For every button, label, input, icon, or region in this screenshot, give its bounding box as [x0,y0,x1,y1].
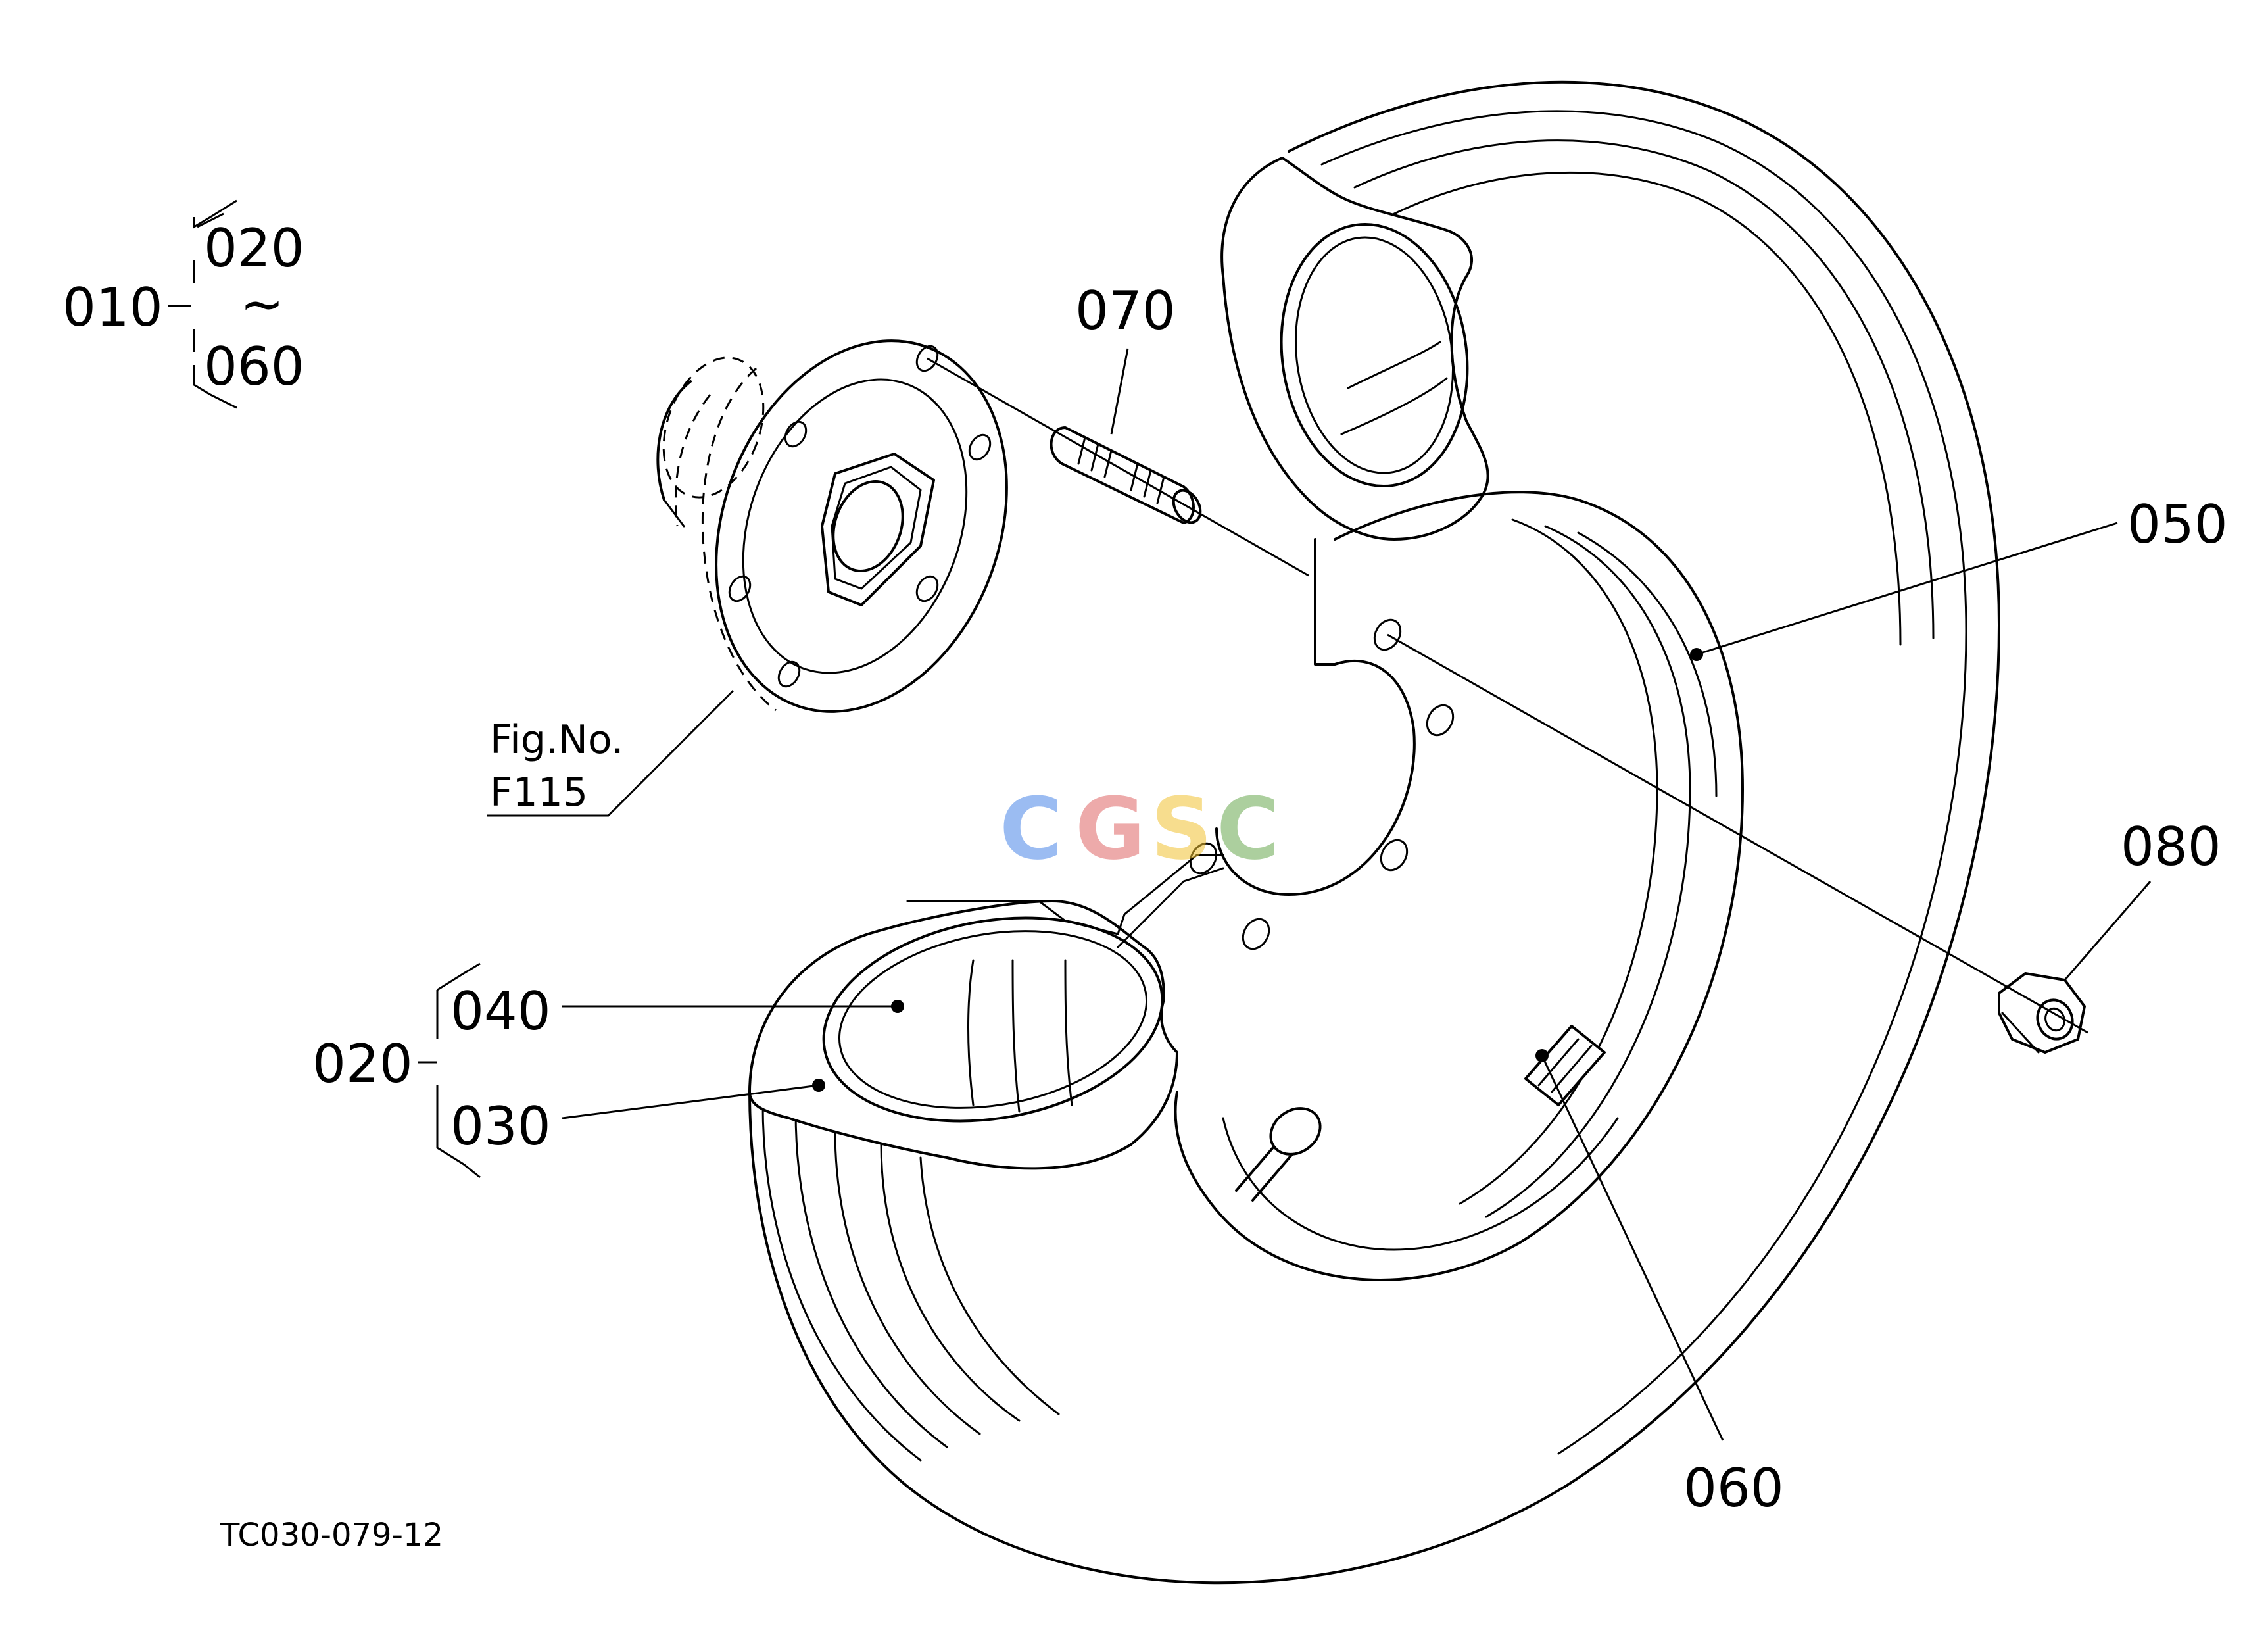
tire-drawing [748,80,2000,1585]
figure-ref-line2: F115 [490,770,588,816]
drawing-code: TC030-079-12 [220,1517,443,1554]
group-020-label: 020 [312,1033,413,1094]
watermark-letter-4: C [1217,779,1279,879]
group-010-range-end: 060 [204,336,304,397]
callout-080: 080 [2121,816,2221,877]
callout-040: 040 [450,981,551,1042]
hub-drawing [656,339,1008,713]
leader-lines [487,348,2152,1441]
group-020-bracket [418,962,481,1179]
watermark-letter-1: C [1000,779,1062,879]
dot-060 [1535,1049,1549,1062]
dot-030 [812,1079,825,1092]
group-010-range-sep: ~ [240,274,284,335]
group-010-bracket [168,199,237,409]
watermark-logo: C G S C [1000,779,1279,879]
watermark-letter-3: S [1151,779,1213,879]
group-010-label: 010 [62,277,163,338]
callout-060: 060 [1683,1458,1784,1519]
callout-050: 050 [2127,494,2228,555]
callout-070: 070 [1075,280,1176,341]
watermark-letter-2: G [1075,779,1146,879]
group-010-range-start: 020 [204,218,304,279]
dot-050 [1690,648,1703,661]
figure-ref-line1: Fig.No. [490,717,624,763]
nut-drawing [1998,972,2086,1054]
callout-030: 030 [450,1096,551,1157]
dot-040 [891,1000,904,1013]
